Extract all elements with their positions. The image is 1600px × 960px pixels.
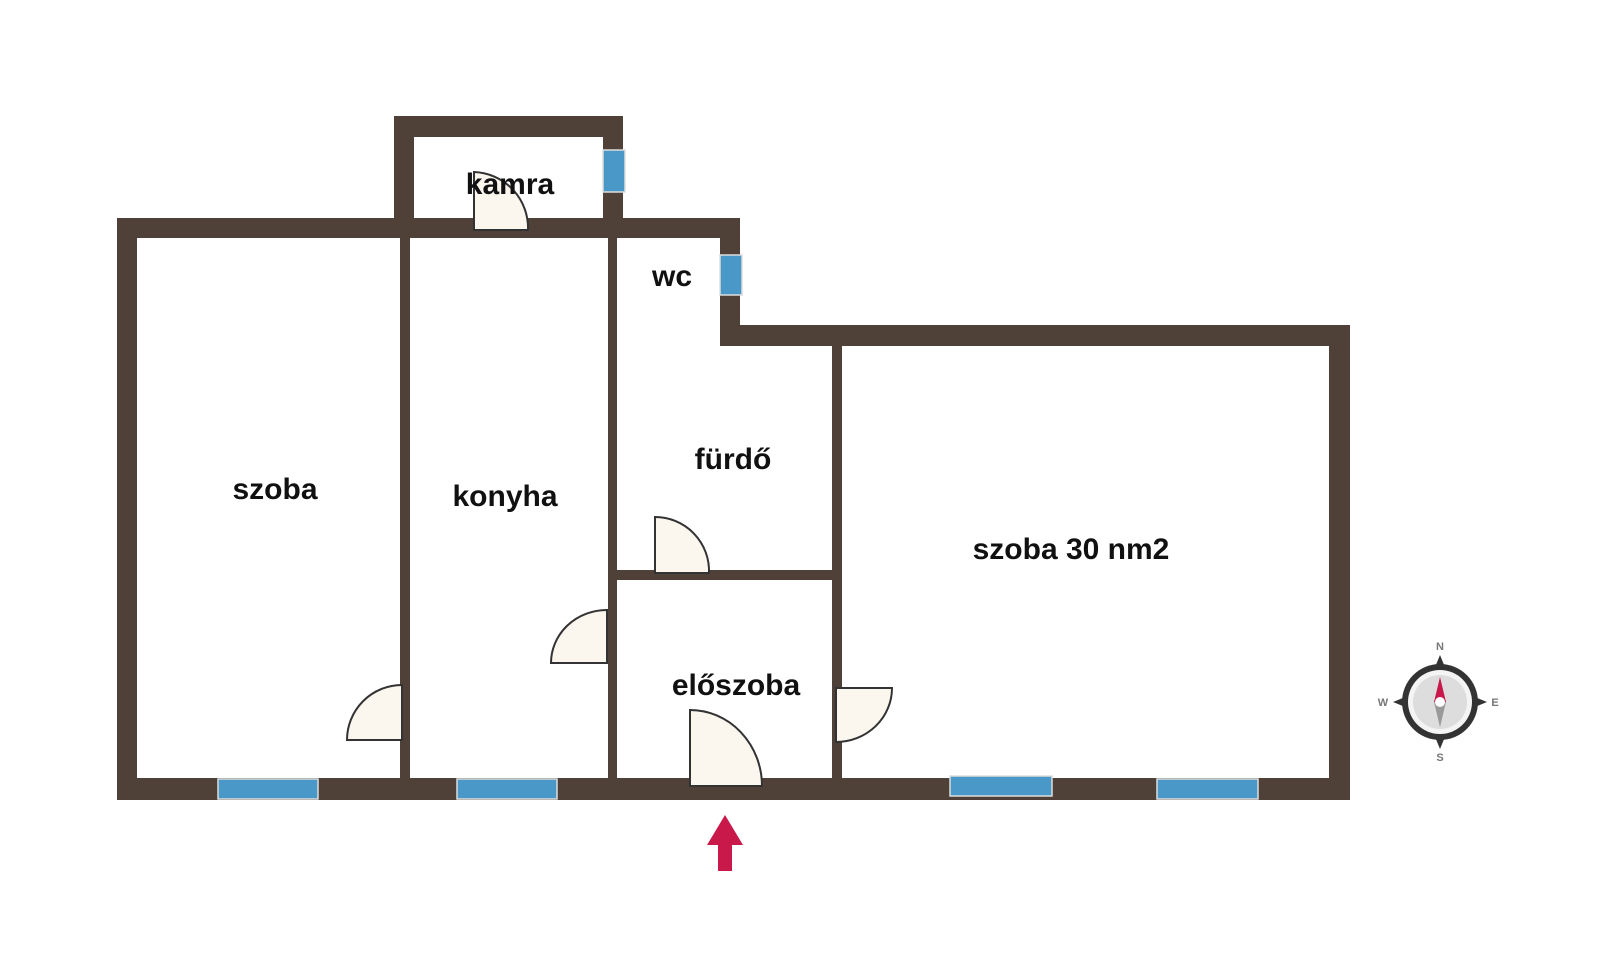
room-label-szoba: szoba bbox=[232, 473, 317, 506]
room-label-konyha: konyha bbox=[452, 480, 557, 513]
door-kamra bbox=[473, 170, 530, 231]
door-szoba bbox=[345, 683, 403, 741]
room-label-szoba30: szoba 30 nm2 bbox=[973, 533, 1170, 566]
window bbox=[217, 778, 319, 800]
doors bbox=[345, 170, 894, 787]
room-labels: szoba konyha kamra wc fürdő előszoba szo… bbox=[232, 168, 1169, 702]
door-szoba30 bbox=[835, 687, 894, 744]
room-label-kamra: kamra bbox=[466, 168, 555, 201]
window bbox=[602, 149, 626, 193]
door-konyha bbox=[549, 608, 608, 664]
compass-w: W bbox=[1378, 697, 1389, 709]
room-label-eloszoba: előszoba bbox=[672, 669, 801, 702]
entrance-arrow-icon bbox=[707, 815, 743, 871]
room-label-furdo: fürdő bbox=[695, 443, 772, 476]
compass-n: N bbox=[1436, 641, 1444, 653]
window bbox=[456, 778, 558, 800]
compass-e: E bbox=[1491, 697, 1498, 709]
compass-icon: N E S W bbox=[1378, 641, 1499, 764]
window bbox=[1156, 778, 1259, 800]
door-furdo bbox=[654, 515, 711, 574]
room-label-wc: wc bbox=[651, 260, 692, 293]
door-entrance bbox=[689, 708, 764, 787]
compass-s: S bbox=[1436, 752, 1443, 764]
windows bbox=[217, 149, 1259, 800]
window bbox=[719, 254, 743, 296]
window bbox=[949, 775, 1053, 797]
